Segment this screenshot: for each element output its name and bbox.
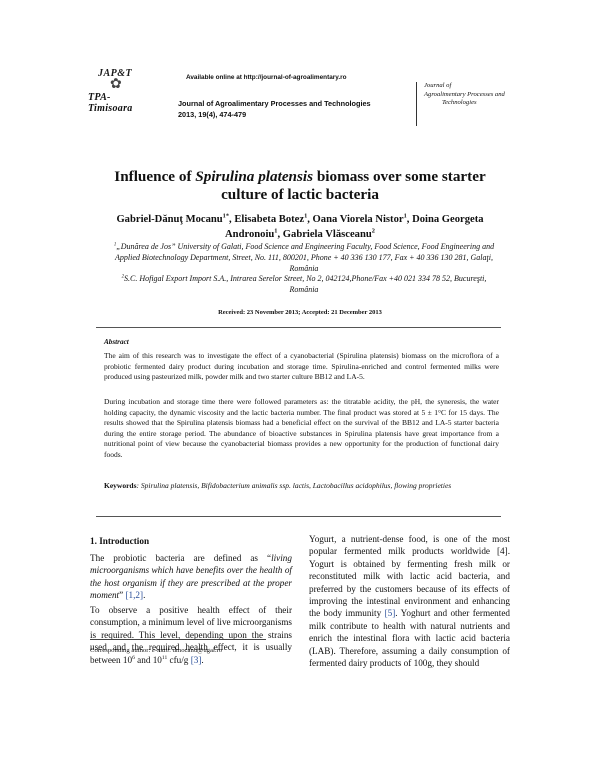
keywords: Keywords: Spirulina platensis, Bifidobac… [104,481,499,492]
affiliation: 2S.C. Hofigal Export Import S.A., Intrar… [108,274,500,296]
author-name: Oana Viorela Nistor [312,214,404,225]
text: . Yoghurt and other fermented milk contr… [309,608,510,669]
author-name: Elisabeta Botez [234,214,305,225]
author-sup: 1 [403,212,407,220]
affiliation: 1„Dunărea de Jos” University of Galati, … [108,242,500,274]
abstract-paragraph: The aim of this research was to investig… [104,351,499,382]
affiliation-sup: 2 [121,274,124,280]
author-list: Gabriel-Dănuţ Mocanu1*, Elisabeta Botez1… [116,212,484,240]
citation-link[interactable]: [3] [190,654,202,665]
citation-link[interactable]: [5] [384,608,396,619]
text: cfu/g [167,654,191,665]
journal-citation: Journal of Agroalimentary Processes and … [178,99,371,119]
text: The probiotic bacteria are defined as “ [90,553,272,563]
abstract-label: Abstract [104,338,129,346]
logo-top-text: JAP&T [98,68,133,79]
text: . [143,590,146,601]
intro-paragraph-1: The probiotic bacteria are defined as “l… [90,552,292,602]
author-name: Gabriela Vlăsceanu [282,229,372,240]
author-sup: 1 [304,212,308,220]
journal-box-rule [416,82,417,126]
text: ” [119,590,126,601]
author-sup: 2 [371,227,375,235]
author-name: Gabriel-Dănuţ Mocanu [116,214,223,225]
exponent: 11 [161,654,168,661]
flower-icon: ✿ [110,77,122,92]
title-part: Influence of [114,168,196,185]
divider-top [96,327,501,328]
affiliation-text: „Dunărea de Jos” University of Galati, F… [115,242,495,273]
affiliations: 1„Dunărea de Jos” University of Galati, … [108,242,500,296]
footnote-label: Corresponding author: [90,647,153,654]
journal-box-line: Technologies [442,99,477,106]
affiliation-sup: 1 [113,242,117,248]
author-name: Doina Georgeta Andronoiu [225,214,484,240]
citation-link[interactable]: [1,2] [125,590,144,601]
received-dates: Received: 23 November 2013; Accepted: 21… [218,309,382,316]
title-part: biomass over some starter culture of lac… [221,168,486,203]
intro-right-column: Yogurt, a nutrient-dense food, is one of… [309,533,510,669]
divider-bottom [96,516,501,517]
logo-bottom-text: TPA-Timisoara [88,92,133,114]
text: and 10 [134,654,162,665]
abstract-paragraph: During incubation and storage time there… [104,397,499,459]
text: Yogurt, a nutrient-dense food, is one of… [309,534,510,619]
section-heading: 1. Introduction [90,536,150,546]
intro-paragraph-2: To observe a positive health effect of t… [90,604,292,666]
paper-title: Influence of Spirulina platensis biomass… [100,168,500,204]
email-address[interactable]: : dmocanu@ugal.ro [169,647,223,654]
journal-box: Journal of Agroalimentary Processes and … [416,82,510,126]
affiliation-text: S.C. Hofigal Export Import S.A., Intrare… [124,274,487,295]
title-species: Spirulina platensis [195,168,314,185]
exponent: 6 [132,654,135,661]
email-label: e-mail [152,647,170,654]
author-sup: 1 [274,227,278,235]
keywords-label: Keywords [104,481,137,490]
corresponding-author: Corresponding author: e-mail: dmocanu@ug… [90,647,222,654]
journal-box-line: Journal of [424,82,452,89]
available-online[interactable]: Available online at http://journal-of-ag… [186,74,347,81]
journal-box-line: Agroalimentary Processes and [424,90,505,98]
text: . [201,654,204,665]
footnote-rule [90,639,266,640]
author-sup: 1* [222,212,230,220]
text: To observe a positive health effect of t… [90,605,292,665]
keywords-text: : Spirulina platensis, Bifidobacterium a… [136,481,452,490]
journal-logo: JAP&T ✿ TPA-Timisoara [88,68,154,114]
definition-quote: living microorganisms which have benefit… [90,553,292,601]
